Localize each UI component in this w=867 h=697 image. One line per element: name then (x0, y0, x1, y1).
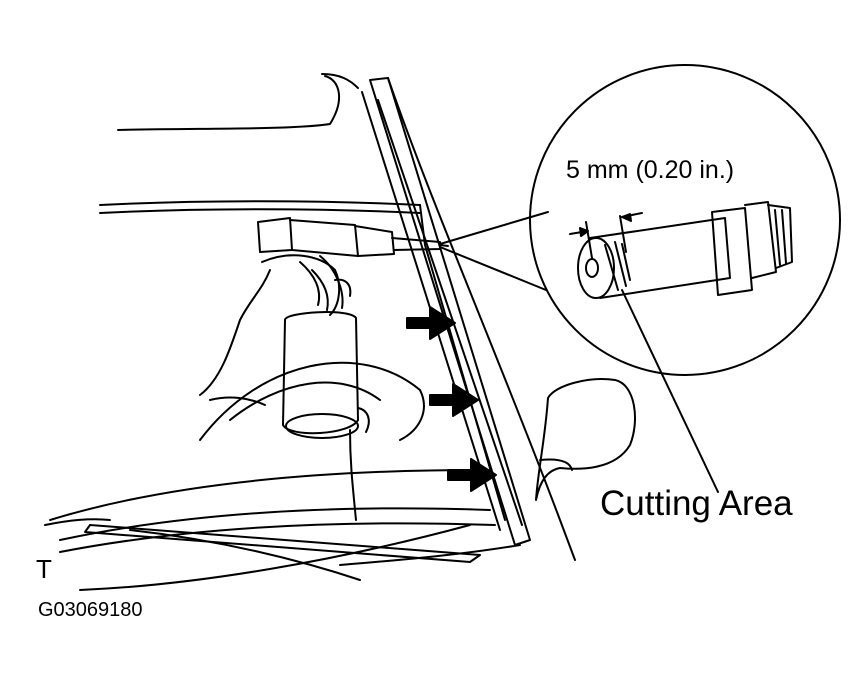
bit-shaft (589, 217, 731, 299)
cartridge-clip (357, 407, 370, 433)
bit-hatch-2 (614, 241, 627, 287)
dim-ext-left (585, 221, 593, 259)
dim-arrowhead-left (579, 227, 589, 237)
bit-collar-2 (744, 201, 777, 279)
windshield-top-rail (99, 200, 421, 206)
bit-hatch-3 (621, 243, 631, 281)
lower-body (339, 544, 521, 566)
view-marker: T (36, 554, 52, 584)
side-mirror (535, 378, 636, 501)
tool-nozzle (391, 237, 441, 251)
body-pillar (387, 77, 576, 561)
roof-outline (117, 75, 341, 131)
bit-end-ridges (774, 209, 787, 266)
cartridge-body (282, 311, 359, 435)
dimension-label: 5 mm (0.20 in.) (566, 156, 735, 184)
arm-outline (199, 269, 271, 396)
tool-bit (439, 244, 449, 247)
finger-1 (299, 261, 320, 306)
bit-tip-face (577, 237, 615, 299)
bit-end (767, 204, 793, 269)
hood-line (44, 518, 111, 526)
dashboard-inner (229, 381, 381, 421)
roof-edge (321, 73, 359, 89)
bit-tip-hole (585, 258, 599, 278)
sleeve (209, 396, 266, 406)
tool-trigger (334, 278, 352, 297)
direction-arrow-3 (447, 458, 497, 492)
wiper-arm (84, 524, 481, 563)
hand-outline (261, 254, 341, 316)
dashboard-curve (199, 361, 425, 441)
cutting-area-label: Cutting Area (600, 484, 793, 523)
dashboard-line (79, 524, 471, 591)
lower-sill-2 (59, 522, 496, 553)
dim-arrowhead-right (621, 213, 632, 222)
cartridge-cap (285, 413, 359, 439)
tool-grip (319, 255, 344, 309)
tool-collar (354, 225, 395, 257)
tool-body (289, 219, 359, 257)
dashboard-top (49, 469, 481, 521)
bit-collar (711, 207, 753, 296)
a-pillar-inner-1 (377, 99, 523, 526)
direction-arrow-1 (406, 306, 456, 340)
dim-ext-right (619, 215, 627, 253)
figure-code: G03069180 (38, 599, 143, 621)
bit-hatch-1 (604, 244, 619, 291)
windshield-top-rail-inner (99, 208, 421, 214)
cartridge-hose (349, 429, 357, 521)
detail-circle (529, 64, 841, 376)
tool-inlet (257, 217, 293, 253)
mirror-stem (539, 458, 573, 471)
direction-arrow-2 (429, 383, 479, 417)
cutting-area-leader (621, 289, 719, 493)
leader-line-lower (439, 246, 547, 291)
leader-line-upper (439, 211, 549, 245)
finger-2 (311, 269, 329, 311)
a-pillar-edge (419, 204, 506, 521)
lower-body-2 (129, 529, 361, 581)
lower-sill (59, 507, 491, 541)
